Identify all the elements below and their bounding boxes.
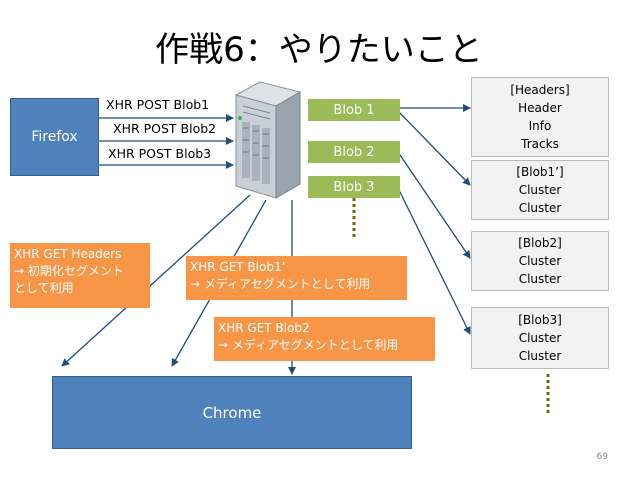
output-headers-line: Tracks xyxy=(521,137,559,151)
output-blob1-line: Cluster xyxy=(518,183,562,197)
get-blob1-line: → メディアセグメントとして利用 xyxy=(190,277,371,291)
server-icon xyxy=(234,81,302,199)
output-blob2-title: [Blob2] xyxy=(518,236,562,250)
xhr-get-headers-box: XHR GET Headers → 初期化セグメント として利用 xyxy=(10,243,150,308)
get-blob2-line: XHR GET Blob2 xyxy=(218,321,310,335)
get-headers-line: として利用 xyxy=(14,281,74,295)
output-headers-line: Info xyxy=(528,119,552,133)
blob-2: Blob 2 xyxy=(308,141,400,163)
blob3-to-blob3-out-arrow xyxy=(397,187,471,335)
output-blob3-line: Cluster xyxy=(518,349,562,363)
blob-3: Blob 3 xyxy=(308,176,400,198)
output-blob3-title: [Blob3] xyxy=(518,313,562,327)
post-label-blob2: XHR POST Blob2 xyxy=(113,121,217,136)
slide-title: 作戦6：やりたいこと xyxy=(155,30,483,70)
page-number: 69 xyxy=(596,452,608,462)
output-blob3-line: Cluster xyxy=(518,331,562,345)
output-headers-line: Header xyxy=(518,101,562,115)
get-headers-line: XHR GET Headers xyxy=(14,247,122,261)
post-label-blob1: XHR POST Blob1 xyxy=(106,97,210,112)
output-headers: [Headers] Header Info Tracks xyxy=(471,77,609,157)
output-blob1-title: [Blob1’] xyxy=(516,165,564,179)
blob1-to-blob1-out-arrow xyxy=(397,110,471,186)
output-blob2-line: Cluster xyxy=(518,272,562,286)
xhr-get-blob2-box: XHR GET Blob2 → メディアセグメントとして利用 xyxy=(214,317,435,361)
output-blob2-line: Cluster xyxy=(518,254,562,268)
post-label-blob3: XHR POST Blob3 xyxy=(108,146,212,161)
output-blob2: [Blob2] Cluster Cluster xyxy=(471,231,609,291)
output-blob1: [Blob1’] Cluster Cluster xyxy=(471,160,609,220)
output-headers-title: [Headers] xyxy=(510,83,570,97)
output-blob3: [Blob3] Cluster Cluster xyxy=(471,307,609,369)
output-blob1-line: Cluster xyxy=(518,201,562,215)
get-headers-arrow xyxy=(61,194,251,367)
xhr-get-blob1-box: XHR GET Blob1’ → メディアセグメントとして利用 xyxy=(186,256,407,300)
blob-1: Blob 1 xyxy=(308,99,400,121)
blob2-to-blob2-out-arrow xyxy=(397,151,471,259)
chrome-box: Chrome xyxy=(52,376,412,449)
firefox-box: Firefox xyxy=(10,98,99,176)
get-headers-line: → 初期化セグメント xyxy=(14,264,124,278)
get-blob2-line: → メディアセグメントとして利用 xyxy=(218,338,399,352)
get-blob1-line: XHR GET Blob1’ xyxy=(190,260,286,274)
